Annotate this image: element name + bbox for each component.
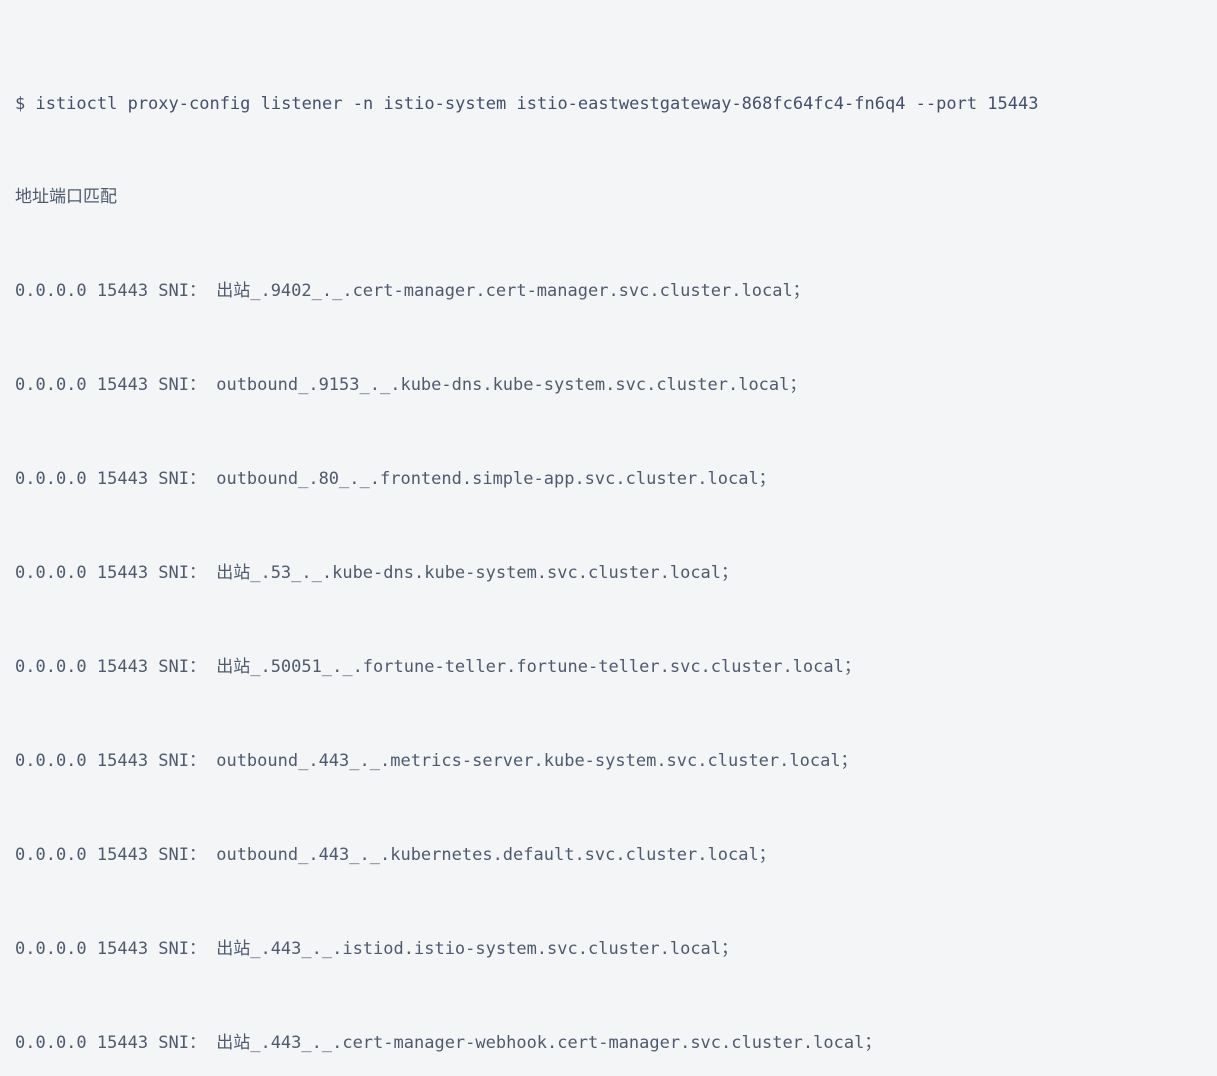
listener-row: 0.0.0.0 15443 SNI： 出站_.50051_._.fortune-… bbox=[15, 656, 861, 677]
listener-row: 0.0.0.0 15443 SNI： outbound_.80_._.front… bbox=[15, 469, 776, 490]
listener-row: 0.0.0.0 15443 SNI： outbound_.9153_._.kub… bbox=[15, 375, 807, 396]
listener-row: 0.0.0.0 15443 SNI： outbound_.443_._.metr… bbox=[15, 750, 858, 771]
terminal-column-header: 地址端口匹配 bbox=[15, 187, 117, 208]
listener-row: 0.0.0.0 15443 SNI： 出站_.9402_._.cert-mana… bbox=[15, 281, 810, 302]
listener-row: 0.0.0.0 15443 SNI： outbound_.443_._.kube… bbox=[15, 844, 776, 865]
listener-row: 0.0.0.0 15443 SNI： 出站_.443_._.istiod.ist… bbox=[15, 938, 739, 959]
terminal-output-pane[interactable]: $ istioctl proxy-config listener -n isti… bbox=[0, 0, 1217, 1053]
listener-row: 0.0.0.0 15443 SNI： 出站_.53_._.kube-dns.ku… bbox=[15, 563, 739, 584]
listener-row: 0.0.0.0 15443 SNI： 出站_.443_._.cert-manag… bbox=[15, 1032, 882, 1053]
terminal-command-line: $ istioctl proxy-config listener -n isti… bbox=[15, 93, 1039, 114]
